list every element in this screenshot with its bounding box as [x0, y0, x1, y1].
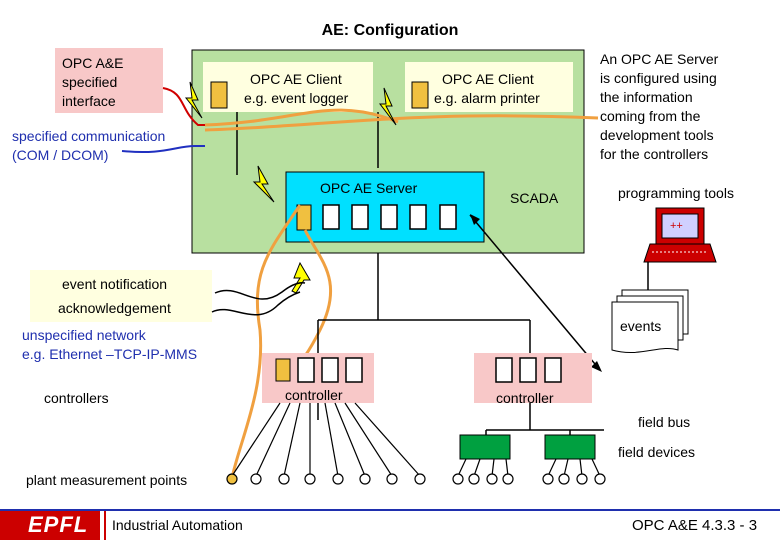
interface-label-3: interface — [62, 93, 116, 109]
interface-label-2: specified — [62, 74, 118, 90]
footer-rule — [0, 509, 780, 511]
laptop-icon — [643, 207, 717, 263]
client-printer-title: OPC AE Client — [442, 71, 534, 87]
field-device-2 — [544, 434, 596, 460]
server-note-6: for the controllers — [600, 146, 709, 162]
controllers-label: controllers — [44, 390, 109, 406]
server-note-2: is configured using — [600, 70, 717, 86]
server-note-3: the information — [600, 89, 693, 105]
communication-link — [121, 145, 205, 153]
measurement-wires — [231, 402, 601, 477]
server-note-5: development tools — [600, 127, 714, 143]
event-strip-bg — [30, 270, 212, 322]
server-port-yellow — [296, 204, 312, 231]
scada-label: SCADA — [510, 190, 559, 206]
event-squiggle-2 — [211, 291, 301, 316]
field-device-1 — [459, 434, 511, 460]
acknowledgement-label: acknowledgement — [58, 300, 171, 316]
server-to-laptop-arrow — [469, 214, 601, 371]
event-notification-label: event notification — [62, 276, 168, 292]
field-bus-label: field bus — [638, 414, 691, 430]
interface-label-1: OPC A&E — [62, 55, 124, 71]
controller2-label: controller — [496, 390, 554, 406]
specified-communication-label: specified communication — [12, 128, 166, 144]
network-label-2: e.g. Ethernet –TCP-IP-MMS — [22, 346, 198, 362]
footer-course: Industrial Automation — [112, 517, 243, 533]
field-devices-label: field devices — [618, 444, 696, 460]
client-orange-link-2 — [204, 114, 599, 132]
client-logger-port — [210, 81, 228, 109]
measurement-points — [226, 473, 606, 485]
client-orange-link-1 — [204, 108, 399, 127]
client-logger-title: OPC AE Client — [250, 71, 342, 87]
plant-measurement-label: plant measurement points — [26, 472, 188, 488]
server-to-field-orange-1 — [230, 204, 302, 479]
interface-pink-box — [55, 48, 163, 113]
server-ports — [322, 204, 457, 230]
server-label: OPC AE Server — [320, 180, 418, 196]
controller1-label: controller — [285, 387, 343, 403]
client-logger-example: e.g. event logger — [244, 90, 349, 106]
com-dcom-label: (COM / DCOM) — [12, 147, 109, 163]
events-label: events — [620, 318, 662, 334]
programming-tools-label: programming tools — [618, 185, 734, 201]
server-note-1: An OPC AE Server — [600, 51, 719, 67]
event-squiggle-1 — [214, 282, 306, 300]
network-label-1: unspecified network — [22, 327, 146, 343]
epfl-logo: EPFL — [28, 512, 89, 537]
client-printer-box — [405, 62, 573, 112]
lightning-icons — [184, 81, 397, 294]
client-logger-box — [203, 62, 373, 112]
events-document-icon — [611, 289, 689, 354]
client-printer-port — [411, 81, 429, 109]
page-title: AE: Configuration — [321, 22, 459, 39]
interface-link — [162, 87, 208, 126]
footer-page: OPC A&E 4.3.3 - 3 — [632, 517, 758, 534]
footer-logo-bg — [0, 511, 100, 540]
laptop-screen-text: ++ — [670, 220, 683, 232]
server-note-4: coming from the — [600, 108, 701, 124]
client-printer-example: e.g. alarm printer — [434, 90, 540, 106]
